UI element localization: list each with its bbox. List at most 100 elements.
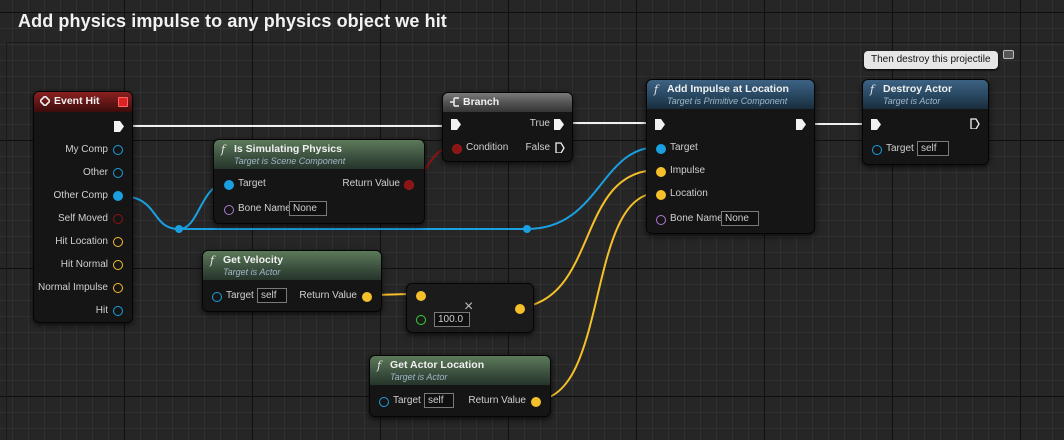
is-simulating-title: Is Simulating Physics: [234, 143, 342, 155]
multiply-icon: ×: [464, 298, 474, 315]
impulse-pin[interactable]: [656, 167, 666, 177]
pin-label-other-comp: Other Comp: [53, 190, 108, 201]
is-simulating-header[interactable]: f Is Simulating Physics Target is Scene …: [214, 140, 424, 169]
target-label: Target: [226, 290, 254, 301]
vector-wire: [534, 192, 659, 401]
target-pin[interactable]: [224, 180, 234, 190]
bone-name-input[interactable]: None: [721, 211, 759, 226]
false-label: False: [525, 142, 550, 153]
multiplier-input[interactable]: 100.0: [434, 312, 470, 327]
my-comp-pin[interactable]: [113, 145, 123, 155]
get-velocity-title: Get Velocity: [223, 254, 284, 266]
event-hit-node[interactable]: Event Hit My Comp Other Other Comp Self …: [33, 91, 133, 323]
is-simulating-physics-node[interactable]: f Is Simulating Physics Target is Scene …: [213, 139, 425, 224]
target-pin[interactable]: [872, 145, 882, 155]
target-pin[interactable]: [379, 397, 389, 407]
condition-label: Condition: [466, 142, 509, 153]
object-wire: [526, 146, 659, 230]
get-actor-location-title: Get Actor Location: [390, 359, 485, 371]
event-hit-header[interactable]: Event Hit: [34, 92, 132, 112]
vector-wire: [517, 169, 659, 309]
return-value-pin[interactable]: [404, 180, 414, 190]
destroy-actor-header[interactable]: f Destroy Actor Target is Actor: [863, 80, 988, 109]
exec-out-pin[interactable]: [970, 118, 980, 129]
bone-name-label: Bone Name: [238, 203, 291, 214]
is-simulating-subtitle: Target is Scene Component: [234, 156, 346, 166]
destroy-actor-title: Destroy Actor: [883, 83, 953, 95]
bone-name-pin[interactable]: [224, 205, 234, 215]
pin-label-self-moved: Self Moved: [57, 213, 108, 224]
normal-impulse-pin[interactable]: [113, 283, 123, 293]
location-label: Location: [670, 188, 708, 199]
wire-reroute-knot[interactable]: [175, 225, 183, 233]
other-comp-pin[interactable]: [113, 191, 123, 201]
impulse-label: Impulse: [670, 165, 706, 176]
location-pin[interactable]: [656, 190, 666, 200]
exec-out-pin[interactable]: [114, 121, 124, 132]
add-impulse-at-location-node[interactable]: f Add Impulse at Location Target is Prim…: [646, 79, 815, 234]
comment-box[interactable]: [6, 42, 1064, 440]
false-exec-pin[interactable]: [555, 142, 565, 153]
multiply-node[interactable]: × 100.0: [406, 283, 534, 333]
target-label: Target: [393, 395, 421, 406]
branch-title: Branch: [463, 96, 500, 108]
result-pin[interactable]: [515, 304, 525, 314]
exec-in-pin[interactable]: [655, 119, 665, 130]
node-comment-bubble[interactable]: Then destroy this projectile: [864, 51, 998, 69]
delegate-pin-icon[interactable]: [118, 97, 128, 107]
add-impulse-subtitle: Target is Primitive Component: [667, 96, 788, 106]
true-label: True: [529, 118, 550, 129]
get-actor-location-subtitle: Target is Actor: [390, 372, 448, 382]
return-value-label: Return Value: [299, 290, 357, 301]
return-value-pin[interactable]: [362, 292, 372, 302]
event-hit-title: Event Hit: [54, 95, 100, 107]
other-pin[interactable]: [113, 168, 123, 178]
true-exec-pin[interactable]: [554, 119, 564, 130]
target-pin[interactable]: [656, 144, 666, 154]
destroy-actor-node[interactable]: f Destroy Actor Target is Actor Target s…: [862, 79, 989, 165]
self-moved-pin[interactable]: [113, 214, 123, 224]
exec-in-pin[interactable]: [451, 119, 461, 130]
pin-label-hit-normal: Hit Normal: [60, 259, 108, 270]
branch-icon: [450, 97, 459, 107]
target-input[interactable]: self: [257, 288, 287, 303]
hit-pin[interactable]: [113, 306, 123, 316]
comment-title: Add physics impulse to any physics objec…: [18, 11, 447, 31]
exec-out-pin[interactable]: [796, 119, 806, 130]
vector-input-pin[interactable]: [416, 291, 426, 301]
hit-location-pin[interactable]: [113, 237, 123, 247]
get-velocity-subtitle: Target is Actor: [223, 267, 281, 277]
condition-pin[interactable]: [452, 144, 462, 154]
get-velocity-node[interactable]: f Get Velocity Target is Actor Target se…: [202, 250, 382, 312]
wire-reroute-knot[interactable]: [523, 225, 531, 233]
exec-in-pin[interactable]: [871, 119, 881, 130]
bone-name-label: Bone Name: [670, 213, 723, 224]
return-value-pin[interactable]: [531, 397, 541, 407]
add-impulse-header[interactable]: f Add Impulse at Location Target is Prim…: [647, 80, 814, 109]
destroy-actor-subtitle: Target is Actor: [883, 96, 941, 106]
event-diamond-icon: [40, 96, 50, 106]
get-actor-location-header[interactable]: f Get Actor Location Target is Actor: [370, 356, 550, 385]
get-actor-location-node[interactable]: f Get Actor Location Target is Actor Tar…: [369, 355, 551, 417]
target-input[interactable]: self: [917, 141, 949, 156]
target-label: Target: [886, 143, 914, 154]
bone-name-input[interactable]: None: [289, 201, 327, 216]
return-value-label: Return Value: [468, 395, 526, 406]
function-icon: f: [654, 83, 659, 96]
target-input[interactable]: self: [424, 393, 454, 408]
function-icon: f: [221, 143, 226, 156]
target-pin[interactable]: [212, 292, 222, 302]
bone-name-pin[interactable]: [656, 215, 666, 225]
float-input-pin[interactable]: [416, 315, 426, 325]
function-icon: f: [870, 83, 875, 96]
pin-label-normal-impulse: Normal Impulse: [37, 282, 108, 293]
pin-label-other: Other: [82, 167, 108, 178]
comment-pin-icon[interactable]: [1003, 50, 1014, 59]
branch-node[interactable]: Branch True Condition False: [442, 92, 573, 162]
hit-normal-pin[interactable]: [113, 260, 123, 270]
pin-label-hit: Hit: [95, 305, 108, 316]
target-label: Target: [670, 142, 698, 153]
branch-header[interactable]: Branch: [443, 93, 572, 112]
get-velocity-header[interactable]: f Get Velocity Target is Actor: [203, 251, 381, 280]
